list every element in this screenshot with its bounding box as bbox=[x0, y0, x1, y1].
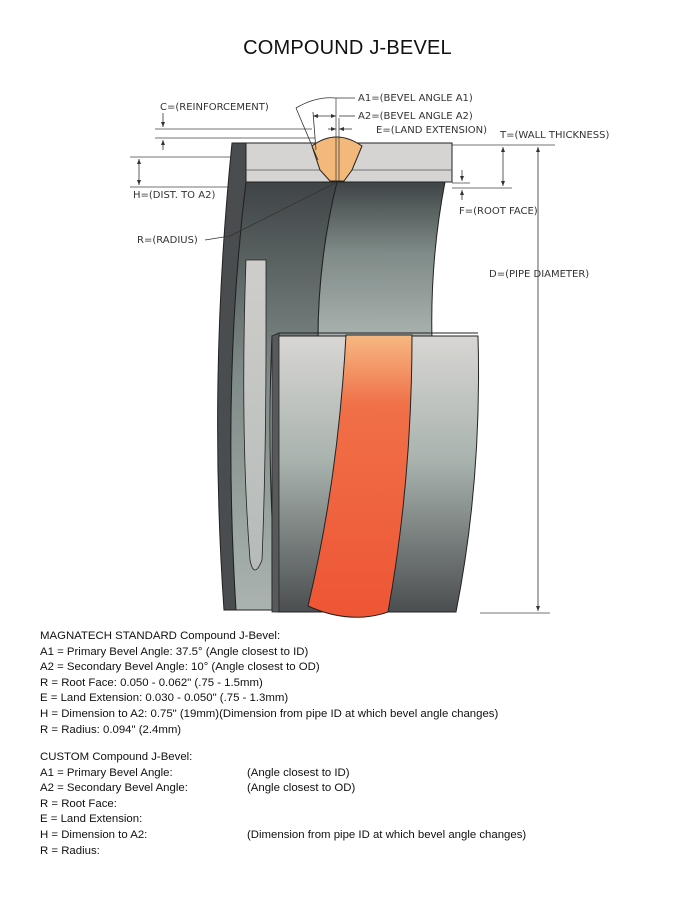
label-f: F=(ROOT FACE) bbox=[459, 206, 538, 217]
standard-line-land-extension: E = Land Extension: 0.030 - 0.050" (.75 … bbox=[40, 692, 289, 705]
label-d: D=(PIPE DIAMETER) bbox=[489, 269, 589, 280]
label-r: R=(RADIUS) bbox=[137, 235, 198, 246]
label-c: C=(REINFORCEMENT) bbox=[160, 102, 269, 113]
custom-note: (Angle closest to OD) bbox=[247, 782, 356, 795]
custom-row-land-extension: E = Land Extension: bbox=[40, 812, 192, 828]
label-h: H=(DIST. TO A2) bbox=[133, 190, 215, 201]
weld-bevel-profile bbox=[311, 136, 363, 182]
custom-label: R = Radius: bbox=[40, 844, 100, 857]
custom-note: (Dimension from pipe ID at which bevel a… bbox=[247, 828, 527, 841]
pipe-body-right bbox=[317, 181, 446, 341]
standard-line-root-face: R = Root Face: 0.050 - 0.062" (.75 - 1.5… bbox=[40, 676, 263, 689]
arrowheads bbox=[137, 114, 540, 611]
custom-label: R = Root Face: bbox=[40, 797, 117, 810]
label-a2: A2=(BEVEL ANGLE A2) bbox=[358, 111, 473, 122]
standard-heading: MAGNATECH STANDARD Compound J-Bevel: bbox=[40, 630, 281, 642]
custom-row-a1: A1 = Primary Bevel Angle: (Angle closest… bbox=[40, 766, 350, 782]
pipe-inner-bore bbox=[243, 259, 267, 571]
custom-row-dimension-a2: H = Dimension to A2: (Dimension from pip… bbox=[40, 828, 526, 844]
custom-note: (Angle closest to ID) bbox=[247, 766, 350, 779]
custom-row-a2: A2 = Secondary Bevel Angle: (Angle close… bbox=[40, 781, 355, 797]
standard-line-dimension-a2: H = Dimension to A2: 0.75" (19mm)(Dimens… bbox=[40, 707, 499, 720]
custom-spec-block: CUSTOM Compound J-Bevel: A1 = Primary Be… bbox=[40, 750, 526, 860]
standard-spec-block: MAGNATECH STANDARD Compound J-Bevel: A1 … bbox=[40, 629, 498, 738]
custom-row-radius: R = Radius: bbox=[40, 844, 192, 860]
custom-label: H = Dimension to A2: bbox=[40, 828, 148, 841]
custom-label: E = Land Extension: bbox=[40, 813, 143, 826]
custom-heading: CUSTOM Compound J-Bevel: bbox=[40, 751, 193, 763]
weld-cap bbox=[307, 334, 413, 618]
standard-line-a2: A2 = Secondary Bevel Angle: 10° (Angle c… bbox=[40, 661, 320, 674]
custom-label: A1 = Primary Bevel Angle: bbox=[40, 766, 173, 779]
standard-line-a1: A1 = Primary Bevel Angle: 37.5° (Angle c… bbox=[40, 645, 309, 658]
j-bevel-diagram: A1=(BEVEL ANGLE A1) A2=(BEVEL ANGLE A2) … bbox=[130, 93, 610, 618]
page-title: COMPOUND J-BEVEL bbox=[243, 37, 452, 59]
standard-line-radius: R = Radius: 0.094" (2.4mm) bbox=[40, 723, 182, 736]
custom-label: A2 = Secondary Bevel Angle: bbox=[40, 782, 188, 795]
label-a1: A1=(BEVEL ANGLE A1) bbox=[358, 93, 473, 104]
custom-row-root-face: R = Root Face: bbox=[40, 797, 192, 813]
label-e: E=(LAND EXTENSION) bbox=[376, 125, 487, 136]
label-t: T=(WALL THICKNESS) bbox=[499, 130, 610, 141]
